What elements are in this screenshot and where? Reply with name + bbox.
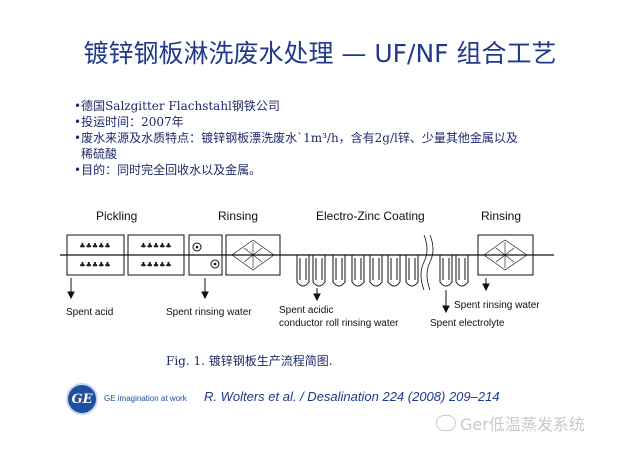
bullet-list: •德国Salzgitter Flachstahl钢铁公司 •投运时间：2007年… [74,98,594,178]
bullet-wastewater-continued: 稀硫酸 [81,147,118,161]
bullet-commissioning: •投运时间：2007年 [74,115,184,129]
pickling-tank-2: ♣♣♣♣♣ ♣♣♣♣♣ [127,234,185,276]
output-arrows [67,278,490,314]
stage-label-rinsing-1: Rinsing [218,209,258,223]
svg-text:♣♣♣♣♣: ♣♣♣♣♣ [79,261,110,269]
output-spent-rinsing-water-1: Spent rinsing water [166,307,252,318]
svg-text:♣♣♣♣♣: ♣♣♣♣♣ [140,242,171,250]
rinsing-tank-spray-2 [477,234,534,276]
slide-title: 镀锌钢板淋洗废水处理 — UF/NF 组合工艺 [83,39,557,68]
watermark-text: Ger低温蒸发系统 [460,415,585,434]
watermark: Ger低温蒸发系统 [436,411,585,435]
stage-label-pickling: Pickling [96,209,137,223]
svg-text:♣♣♣♣♣: ♣♣♣♣♣ [79,242,110,250]
output-spent-acid: Spent acid [66,307,113,318]
pickling-tank-1: ♣♣♣♣♣ ♣♣♣♣♣ [66,234,125,276]
wechat-icon [436,415,456,431]
citation-reference: R. Wolters et al. / Desalination 224 (20… [204,389,500,404]
electro-zinc-cells [296,255,469,287]
rinsing-tank-small [188,234,223,276]
output-spent-acidic: Spent acidic [279,305,333,316]
process-flow-diagram: Pickling Rinsing Electro-Zinc Coating Ri… [60,209,554,329]
output-conductor-roll-rinsing-water: conductor roll rinsing water [279,318,399,329]
rinsing-tank-spray-1 [225,234,281,276]
bullet-purpose: •目的：同时完全回收水以及金属。 [74,163,262,177]
bullet-wastewater: •废水来源及水质特点：镀锌钢板漂洗废水`1m³/h，含有2g/l锌、少量其他金属… [74,131,518,145]
svg-text:♣♣♣♣♣: ♣♣♣♣♣ [140,261,171,269]
output-spent-electrolyte: Spent electrolyte [430,318,505,329]
stage-label-electro-zinc: Electro-Zinc Coating [316,209,425,223]
output-spent-rinsing-water-2: Spent rinsing water [454,300,540,311]
stage-label-rinsing-2: Rinsing [481,209,521,223]
line-break-marks [420,234,434,291]
bullet-company: •德国Salzgitter Flachstahl钢铁公司 [74,99,280,113]
ge-logo: GE [66,383,98,415]
ge-tagline: GE imagination at work [104,394,187,403]
figure-caption: Fig. 1. 镀锌钢板生产流程简图. [166,354,333,368]
